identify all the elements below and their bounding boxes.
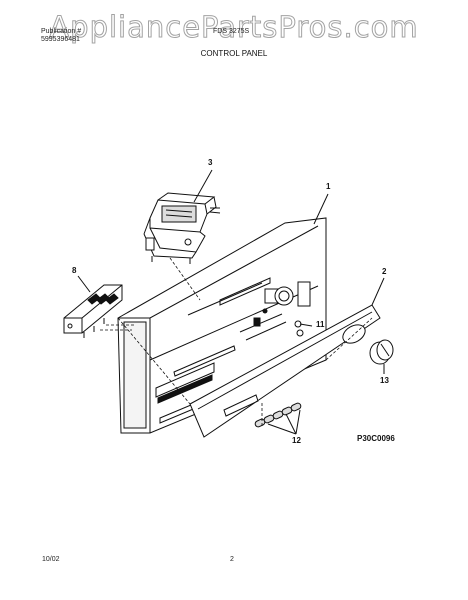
callout-11: 11 [316,320,325,329]
callout-13: 13 [380,376,389,385]
section-title: CONTROL PANEL [200,49,268,58]
part-13-knob [369,339,394,365]
callout-1: 1 [326,182,331,191]
footer-page-number: 2 [230,556,234,563]
part-8-switch-module [63,284,123,338]
callout-3: 3 [208,158,213,167]
callout-8: 8 [72,266,77,275]
callout-2: 2 [382,267,387,276]
figure-code: P30C0096 [357,434,395,443]
model-number: FDS 3275S [213,28,250,35]
footer-date: 10/02 [42,556,60,563]
watermark-logo: AppliancePartsPros.com [49,10,419,45]
publication-label: Publication # [41,28,82,35]
part-12-pushbuttons [254,402,302,428]
part-3-timer [143,192,221,264]
callout-12: 12 [292,436,301,445]
publication-number: 5995396481 [41,36,80,43]
part-2-front-panel [189,304,381,438]
